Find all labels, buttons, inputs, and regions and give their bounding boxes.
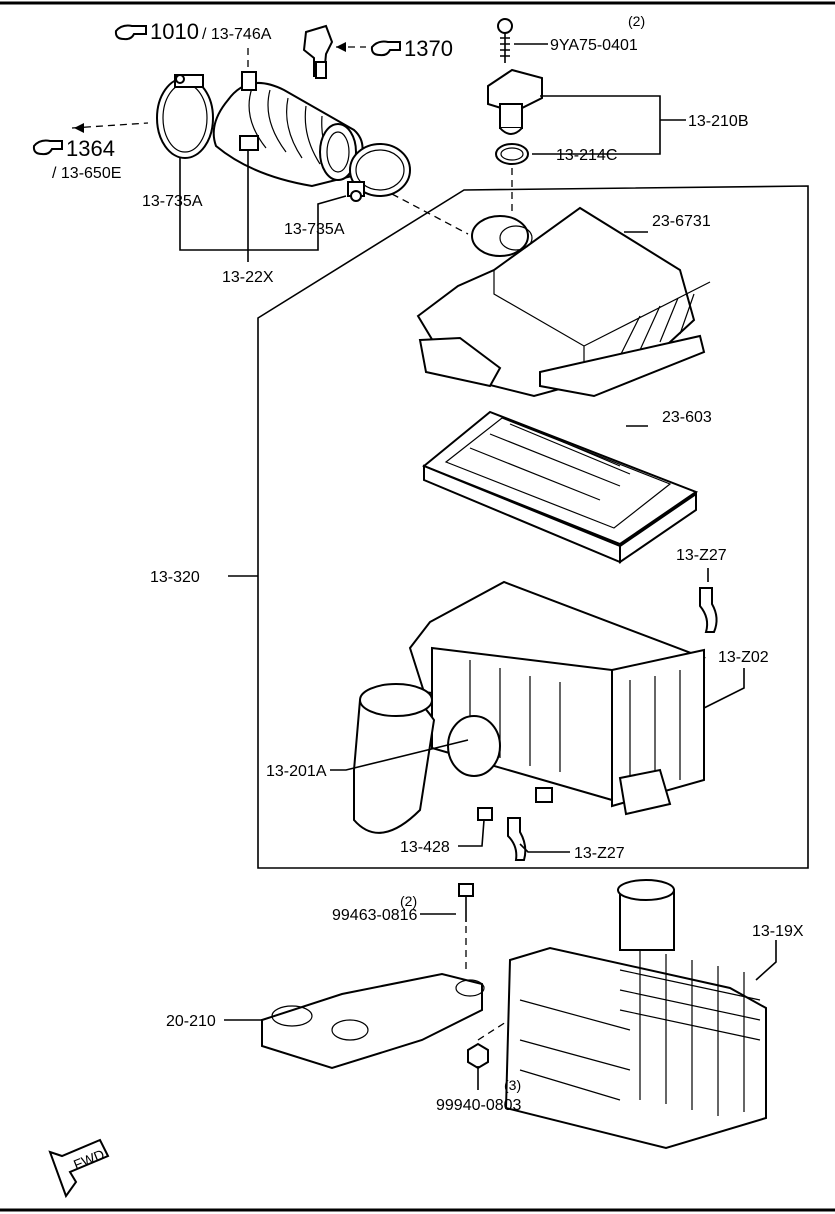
ref-1364-label: 1364	[66, 136, 115, 161]
label-13-210b[interactable]: 13-210B	[688, 113, 749, 130]
label-99940-qty: (3)	[504, 1077, 521, 1093]
o-ring-13-214c[interactable]	[495, 143, 529, 165]
pointing-hand-icon	[32, 139, 63, 156]
intake-duct-13-201a[interactable]	[353, 683, 436, 834]
label-9ya75-0401[interactable]: 9YA75-0401	[550, 37, 638, 54]
hose-clamp-right[interactable]	[347, 143, 411, 202]
label-13-z02[interactable]: 13-Z02	[718, 649, 769, 666]
airflow-sensor-13-210b[interactable]	[487, 68, 543, 135]
label-13-201a[interactable]: 13-201A	[266, 763, 327, 780]
label-99940-0803[interactable]: 99940-0803	[436, 1097, 522, 1114]
air-cleaner-case[interactable]	[408, 580, 706, 816]
pointing-hand-icon	[114, 24, 147, 41]
label-13-z27-top[interactable]: 13-Z27	[676, 547, 727, 564]
label-13-735a-left[interactable]: 13-735A	[142, 193, 203, 210]
hose-sensor-1370[interactable]	[302, 24, 334, 79]
arrowhead-1370	[336, 42, 346, 52]
plug-13-428[interactable]	[477, 807, 493, 821]
air-cleaner-cover[interactable]	[416, 206, 711, 398]
label-13-735a-right[interactable]: 13-735A	[284, 221, 345, 238]
resonator-13-19x[interactable]	[504, 879, 767, 1150]
air-intake-hose[interactable]	[212, 71, 364, 188]
air-filter-element[interactable]	[422, 410, 699, 564]
pointing-hand-icon	[370, 40, 401, 57]
arrowhead-1364	[74, 123, 84, 133]
ref-1010-label: 1010	[150, 19, 199, 44]
label-23-603[interactable]: 23-603	[662, 409, 712, 426]
hose-13-z27-top[interactable]	[699, 587, 718, 633]
ref-13-650e-label: / 13-650E	[52, 165, 121, 182]
ref-1370-label: 1370	[404, 36, 453, 61]
dash-1364	[71, 122, 149, 129]
forward-arrow-icon: FWD	[48, 1138, 110, 1199]
label-13-214c[interactable]: 13-214C	[556, 147, 617, 164]
ref-1364-callout[interactable]: 1364 / 13-650E	[32, 136, 121, 182]
label-99463-qty: (2)	[400, 893, 417, 909]
ref-13-746a-label: / 13-746A	[202, 26, 272, 43]
o-ring-inner	[500, 147, 524, 161]
ref-1370-callout[interactable]: 1370	[370, 36, 453, 61]
nut-99940[interactable]	[467, 1042, 489, 1070]
label-13-22x[interactable]: 13-22X	[222, 269, 274, 286]
hose-13-z27-bottom[interactable]	[507, 817, 527, 861]
label-9ya75-qty: (2)	[628, 13, 645, 29]
label-13-z27-bottom[interactable]: 13-Z27	[574, 845, 625, 862]
assembly-13-320-outline	[257, 185, 809, 869]
hose-clamp-left[interactable]	[156, 74, 214, 159]
label-13-19x[interactable]: 13-19X	[752, 923, 804, 940]
dash-hose-to-cover	[391, 193, 469, 235]
bracket-20-210[interactable]	[261, 972, 485, 1070]
bolt-99463[interactable]	[458, 883, 474, 922]
label-13-428[interactable]: 13-428	[400, 839, 450, 856]
leader-lines	[179, 43, 777, 1090]
bolt-9ya75[interactable]	[497, 18, 513, 63]
label-23-6731[interactable]: 23-6731	[652, 213, 711, 230]
label-13-320[interactable]: 13-320	[150, 569, 200, 586]
label-99463-0816[interactable]: 99463-0816	[332, 907, 418, 924]
label-20-210[interactable]: 20-210	[166, 1013, 216, 1030]
ref-1010-callout[interactable]: 1010 / 13-746A	[114, 19, 272, 44]
